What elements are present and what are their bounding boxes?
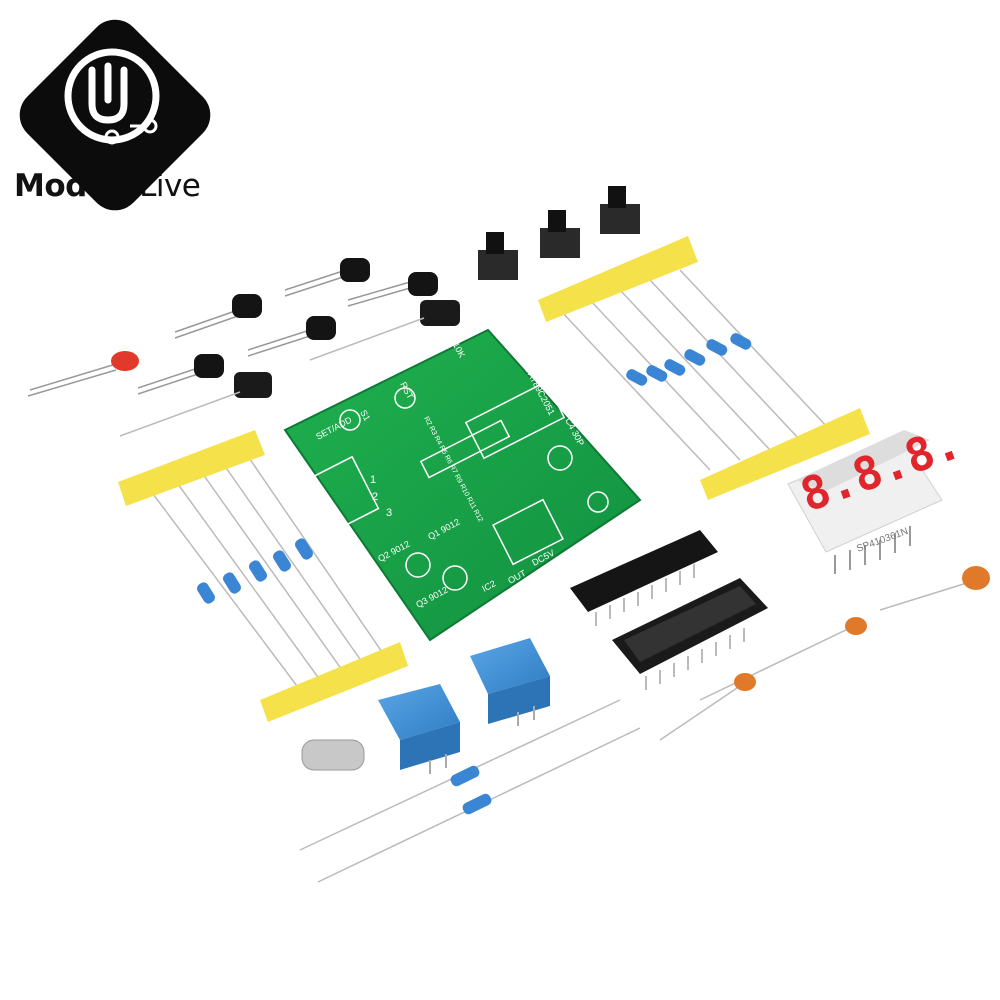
red-led (27, 351, 139, 397)
dip-ic-chip (570, 530, 718, 626)
pcb-label-cap3: C3 30P (528, 332, 551, 363)
screw-terminal-right (470, 638, 550, 726)
pcb-label-board: SFT-M666 (588, 396, 617, 438)
usb-circuit-logo-icon (19, 19, 211, 211)
resistor-tape-right (538, 236, 870, 500)
green-pcb: SFT-M666 IC1 AT89C2051 Y1 12M C3 30P C4 … (283, 328, 642, 642)
pcb-label-switch: S1 (358, 408, 372, 422)
pcb-label-digit-2: 2 (372, 491, 378, 503)
tactile-buttons (478, 186, 640, 280)
pcb-label-digit-1: 1 (370, 474, 376, 486)
electrolytic-capacitors (119, 300, 460, 437)
resistor-tape-left (118, 430, 408, 722)
pcb-label-digit-3: 3 (386, 507, 392, 519)
screw-terminal-left (378, 684, 460, 774)
ceramic-capacitors (659, 566, 990, 741)
pcb-label-crystal: Y1 12M (546, 348, 569, 380)
crystal-oscillator (301, 739, 365, 771)
dip-ic-socket (612, 578, 768, 690)
transistors (137, 258, 438, 395)
loose-resistors (299, 699, 641, 883)
